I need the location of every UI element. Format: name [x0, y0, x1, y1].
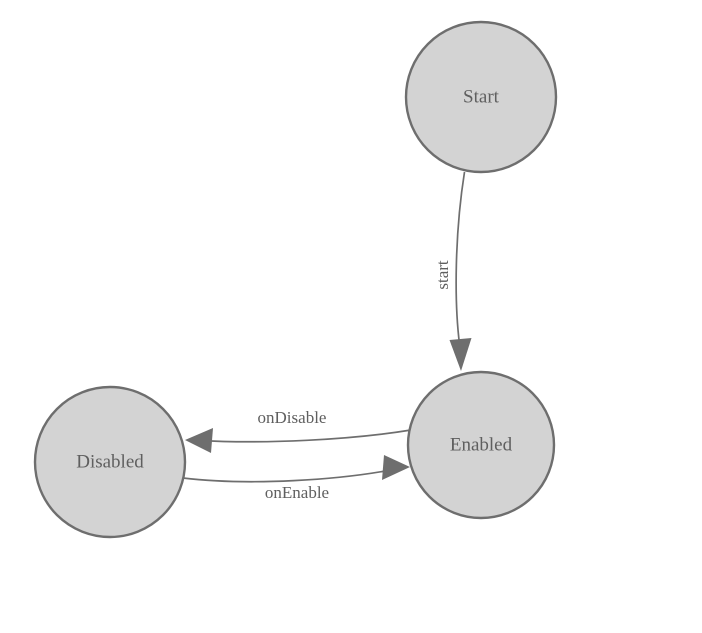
node-start[interactable]: Start: [404, 20, 558, 174]
edge-enabled-to-disabled-path: [198, 429, 412, 443]
edge-start-to-enabled-path: [455, 171, 466, 345]
edge-disabled-to-enabled-path: [182, 468, 397, 483]
node-disabled-label: Disabled: [76, 451, 144, 472]
node-start-label: Start: [463, 86, 500, 107]
edge-label-onenable: onEnable: [265, 483, 329, 502]
edge-disabled-to-enabled[interactable]: onEnable: [182, 455, 410, 502]
node-disabled-circle: [33, 385, 187, 539]
arrowhead-into-enabled-top: [449, 338, 472, 371]
node-enabled[interactable]: Enabled: [406, 370, 556, 520]
node-enabled-circle: [406, 370, 556, 520]
node-disabled[interactable]: Disabled: [33, 385, 187, 539]
edge-start-to-enabled[interactable]: start: [433, 171, 472, 371]
edge-label-ondisable: onDisable: [258, 408, 327, 427]
node-enabled-label: Enabled: [450, 434, 513, 455]
node-start-circle: [404, 20, 558, 174]
edge-label-start: start: [433, 260, 452, 290]
arrowhead-into-disabled: [185, 428, 213, 453]
edge-enabled-to-disabled[interactable]: onDisable: [185, 408, 412, 453]
arrowhead-into-enabled-left: [382, 455, 410, 480]
